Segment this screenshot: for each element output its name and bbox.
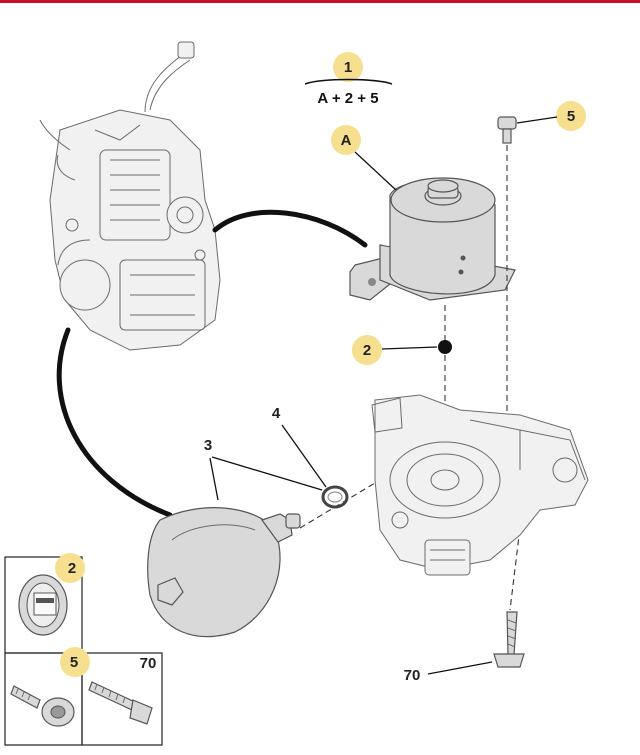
top-accent-bar <box>0 0 640 3</box>
callout-2: 2 <box>352 335 438 365</box>
callout-5-top: 5 <box>516 101 586 131</box>
axis-line-accumulator <box>299 479 381 529</box>
formula-top-label: 1 <box>344 59 352 76</box>
callout-2-label: 2 <box>363 342 371 359</box>
inset-screw-label: 5 <box>70 654 78 671</box>
kit-formula: 1 A + 2 + 5 <box>304 52 393 107</box>
o-ring <box>321 485 349 509</box>
pump-housing <box>371 394 589 576</box>
inset-bolt-part <box>88 681 153 725</box>
hydraulic-hose-upper <box>212 209 368 248</box>
callout-4: 4 <box>272 405 327 488</box>
inset-box-bolt <box>81 652 163 746</box>
callout-70: 70 <box>404 661 493 684</box>
inset-screw-part <box>10 685 75 727</box>
callout-a-label: A <box>341 132 352 149</box>
inset-seal-label: 2 <box>68 560 76 577</box>
engine-assembly-drawing <box>39 41 221 351</box>
seal-marker <box>438 340 452 354</box>
formula-expression: A + 2 + 5 <box>317 90 378 107</box>
callout-3-label: 3 <box>204 437 212 454</box>
pump-motor-unit <box>349 177 516 301</box>
formula-badge <box>333 52 363 82</box>
formula-brace <box>304 78 393 85</box>
inset-bolt-label: 70 <box>140 655 157 672</box>
hydraulic-hose-lower <box>56 327 173 518</box>
callout-a: A <box>331 125 397 191</box>
callout-70-label: 70 <box>404 667 421 684</box>
top-screw <box>497 116 517 144</box>
seal-part <box>18 574 68 636</box>
callout-5-top-label: 5 <box>567 108 575 125</box>
mounting-bolt <box>493 611 525 668</box>
callout-3: 3 <box>204 437 323 501</box>
pressure-accumulator <box>147 507 301 638</box>
callout-4-label: 4 <box>272 405 281 422</box>
inset-panel: 2 5 70 <box>4 553 163 746</box>
